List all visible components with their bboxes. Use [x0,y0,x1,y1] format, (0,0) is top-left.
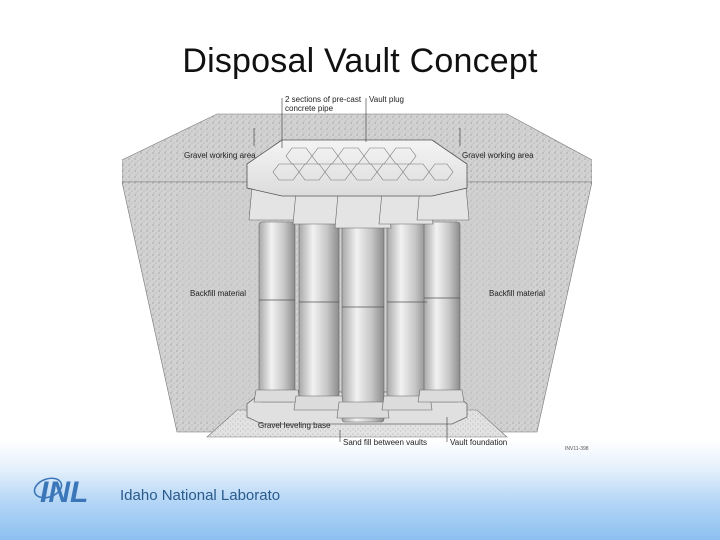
inl-logo: INL Idaho National Laboratory [33,476,280,509]
slide-title: Disposal Vault Concept [182,42,538,80]
label-vault-plug: Vault plug [369,95,404,104]
label-leveling-base: Gravel leveling base [258,421,331,430]
pipe-top-collars [248,186,470,229]
label-sand-fill: Sand fill between vaults [343,438,427,447]
label-pipe-sections-line2: concrete pipe [285,104,334,113]
label-gravel-left: Gravel working area [184,151,256,160]
label-backfill-right: Backfill material [489,289,545,298]
pipe-base-collars [253,389,465,419]
label-pipe-sections-line1: 2 sections of pre-cast [285,95,362,104]
logo-mark: INL [40,476,88,509]
vault-plug [246,139,468,197]
inl-logo-swoosh [33,477,63,499]
logo-text: Idaho National Laboratory [120,487,280,504]
footer-gradient-band [0,440,720,540]
vault-cutaway-diagram: 2 sections of pre-cast concrete pipe Vau… [122,95,592,452]
label-backfill-left: Backfill material [190,289,246,298]
label-vault-foundation: Vault foundation [450,438,507,447]
figure-id: INV11-398 [565,446,589,452]
pipe-columns [258,216,461,423]
label-gravel-right: Gravel working area [462,151,534,160]
